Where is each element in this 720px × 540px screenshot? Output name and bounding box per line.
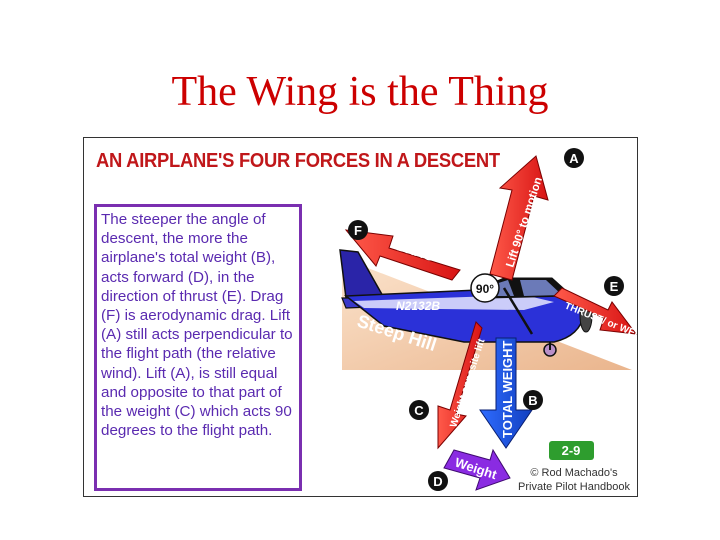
angle-marker — [470, 273, 500, 303]
total-weight-label: TOTAL WEIGHT — [500, 340, 515, 438]
total-weight-arrow — [479, 337, 533, 449]
marker-d — [428, 471, 448, 491]
description-box: The steeper the angle of descent, the mo… — [94, 204, 302, 491]
figure-number-badge — [549, 441, 594, 460]
weight-opposite-lift-arrow — [437, 321, 483, 450]
marker-b-label: B — [528, 393, 537, 408]
marker-e — [604, 276, 624, 296]
marker-e-label: E — [610, 279, 619, 294]
figure-illustration: A F E C B D DRAG Lift 90° to motion THRU… — [339, 148, 637, 493]
credit-line-2: Private Pilot Handbook — [518, 481, 630, 493]
figure-heading: AN AIRPLANE'S FOUR FORCES IN A DESCENT — [96, 150, 500, 172]
marker-a-label: A — [569, 151, 579, 166]
marker-b — [523, 390, 543, 410]
weight-arrow — [443, 448, 511, 491]
lift-arrow — [489, 155, 549, 281]
registration-label: N2132B — [396, 299, 440, 313]
marker-c — [409, 400, 429, 420]
four-forces-figure: A F E C B D DRAG Lift 90° to motion THRU… — [83, 137, 638, 497]
marker-f-label: F — [354, 223, 362, 238]
airplane — [339, 249, 593, 357]
marker-a — [564, 148, 584, 168]
marker-f — [348, 220, 368, 240]
credit-line-1: © Rod Machado's — [530, 467, 618, 479]
description-text: The steeper the angle of descent, the mo… — [101, 211, 293, 440]
marker-c-label: C — [414, 403, 424, 418]
slide-title: The Wing is the Thing — [171, 69, 549, 115]
angle-label: 90° — [476, 282, 494, 296]
drag-arrow — [344, 229, 461, 281]
thrust-arrow — [553, 287, 637, 335]
marker-d-label: D — [433, 474, 442, 489]
figure-number: 2-9 — [562, 443, 581, 458]
